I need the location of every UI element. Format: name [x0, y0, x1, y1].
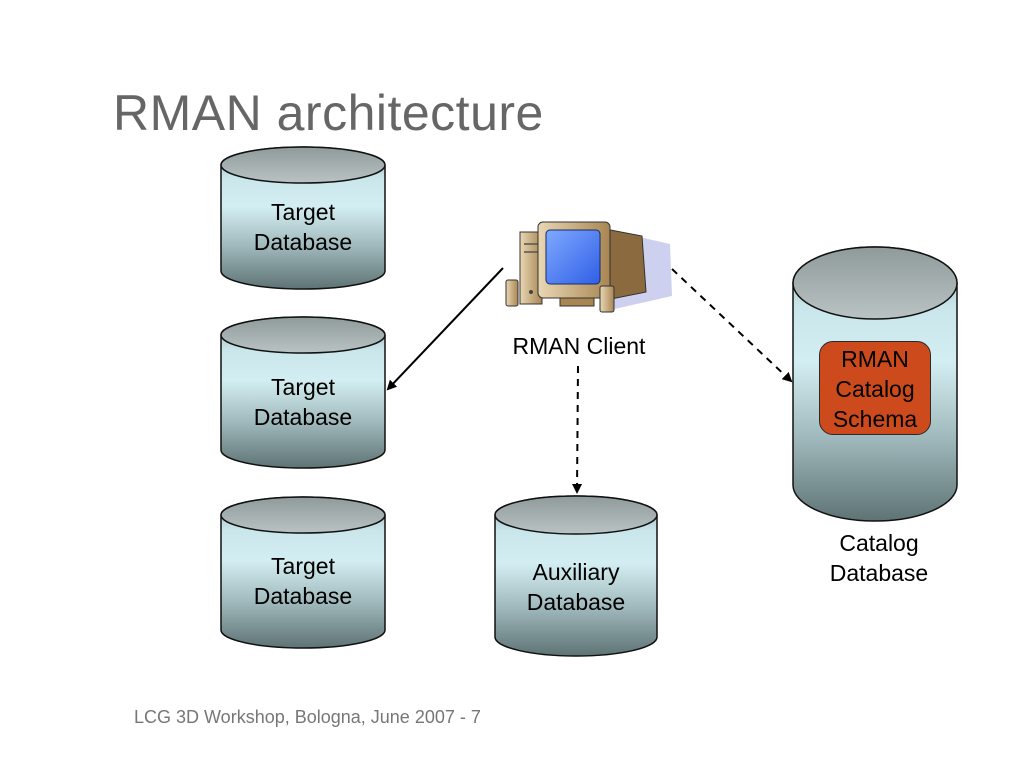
target-database-1-line2: Database	[253, 229, 353, 255]
target-database-1-label: Target Database	[221, 197, 385, 257]
catalog-database-label: Catalog Database	[800, 528, 958, 588]
target-database-2-line2: Database	[253, 404, 353, 430]
edge-client-to-target-database	[386, 267, 504, 391]
catalog-schema-line1: RMAN	[841, 346, 909, 372]
edge-client-to-auxiliary-database	[572, 365, 583, 494]
target-database-3-label: Target Database	[221, 551, 385, 611]
target-database-1-cylinder	[220, 146, 386, 290]
auxiliary-database-line1: Auxiliary	[532, 559, 620, 585]
edge-client-to-catalog-database	[671, 268, 793, 383]
catalog-database-line2: Database	[829, 560, 929, 586]
target-database-1-line1: Target	[271, 199, 335, 225]
target-database-3-line1: Target	[271, 553, 335, 579]
auxiliary-database-cylinder	[494, 495, 658, 657]
auxiliary-database-line2: Database	[526, 589, 626, 615]
catalog-schema-line2: Catalog	[835, 376, 915, 402]
computer-icon	[505, 221, 672, 313]
target-database-3-cylinder	[220, 496, 386, 649]
auxiliary-database-label: Auxiliary Database	[495, 557, 657, 617]
target-database-2-line1: Target	[271, 374, 335, 400]
catalog-schema-line3: Schema	[832, 406, 918, 432]
rman-client-label: RMAN Client	[512, 333, 646, 359]
slide-footer: LCG 3D Workshop, Bologna, June 2007 - 7	[134, 707, 481, 727]
target-database-2-cylinder	[220, 316, 386, 469]
target-database-3-line2: Database	[253, 583, 353, 609]
slide-title: RMAN architecture	[113, 85, 544, 141]
catalog-database-line1: Catalog	[839, 530, 919, 556]
rman-catalog-schema-box: RMAN Catalog Schema	[819, 341, 931, 435]
target-database-2-label: Target Database	[221, 372, 385, 432]
